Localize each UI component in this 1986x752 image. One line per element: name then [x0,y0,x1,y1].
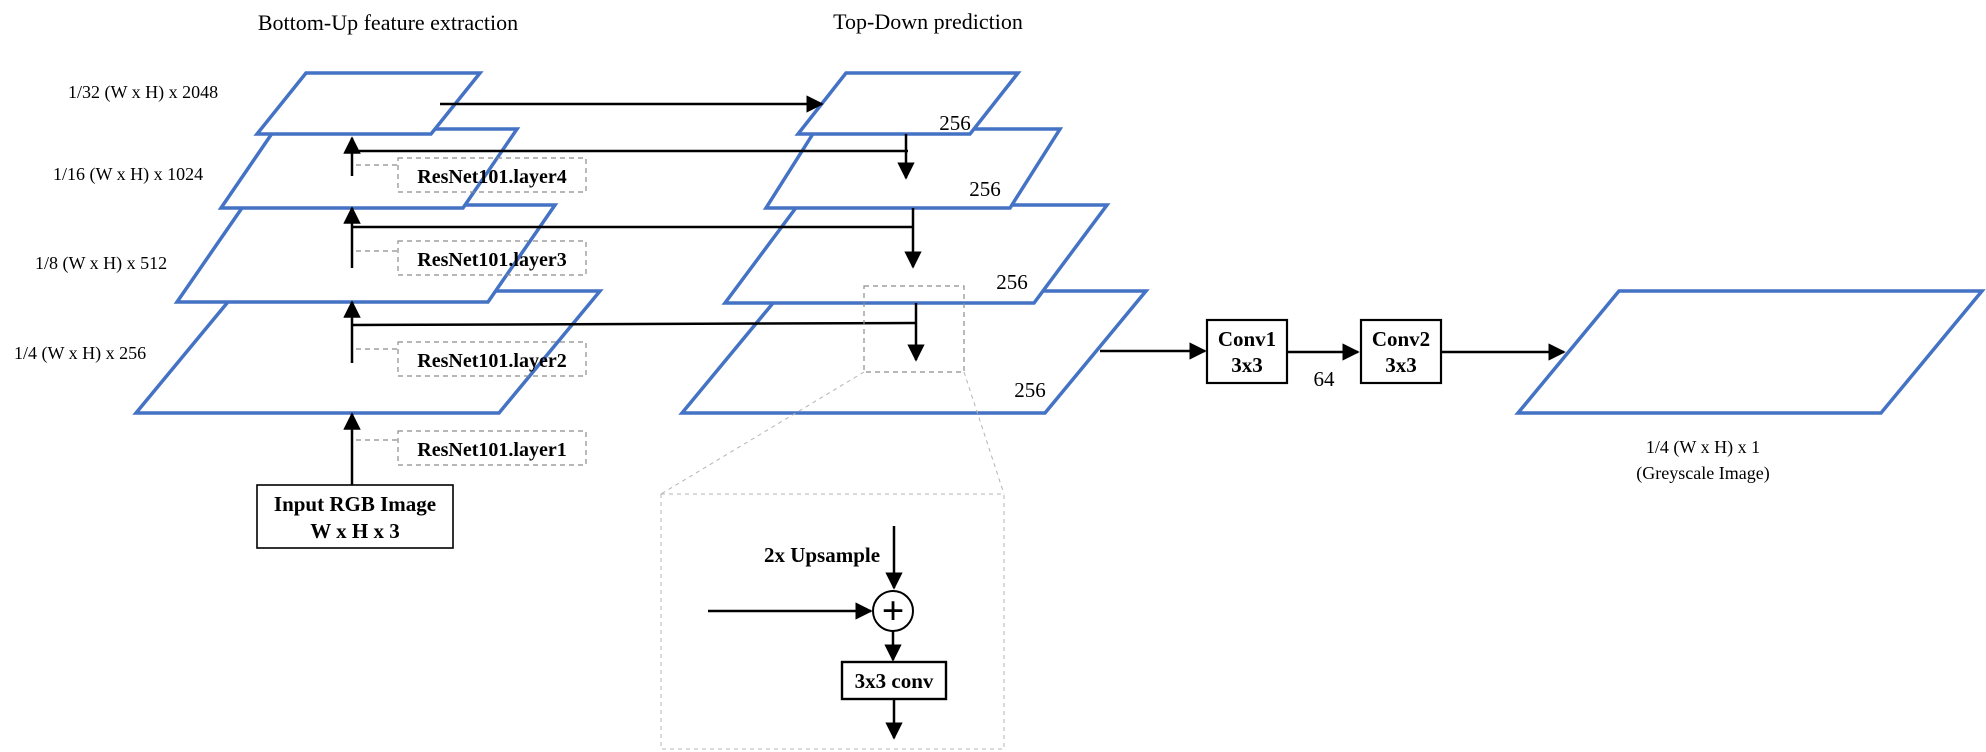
head-mid-channels: 64 [1314,367,1336,391]
resnet-layer3-box [397,240,587,276]
top-down-title: Top-Down prediction [833,9,1023,34]
bottom-up-plane-1-16 [217,127,521,210]
level-label-1-16: 1/16 (W x H) x 1024 [53,164,203,185]
input-label-line2: W x H x 3 [310,519,399,543]
conv3x3-label: 3x3 conv [855,669,934,693]
top-down-plane-4 [678,289,1150,415]
top-down-channels-1: 256 [939,111,971,135]
top-down-channels-2: 256 [969,177,1001,201]
resnet-layer3-label: ResNet101.layer3 [417,249,566,271]
top-down-plane-1 [794,71,1022,136]
level-label-1-8: 1/8 (W x H) x 512 [35,253,167,274]
zoom-guide-right [963,371,1005,495]
resnet-layer2-label: ResNet101.layer2 [417,350,566,372]
bottom-up-plane-1-32 [253,71,484,136]
input-image-box [256,484,454,549]
bottom-up-plane-1-4 [132,289,604,415]
conv1-label-line1: Conv1 [1218,327,1276,351]
zoom-region-box [863,285,965,373]
resnet-layer4-box [397,157,587,193]
output-label-line1: 1/4 (W x H) x 1 [1646,437,1760,458]
bottom-up-title: Bottom-Up feature extraction [258,10,518,35]
plus-icon: + [882,588,905,633]
lateral-line-level4 [351,321,917,327]
resnet-layer1-box [397,430,587,466]
level-label-1-32: 1/32 (W x H) x 2048 [68,82,218,103]
conv2-label-line2: 3x3 [1385,353,1417,377]
conv1-box [1205,318,1289,385]
upsample-label: 2x Upsample [764,543,880,567]
bottom-up-plane-1-8 [173,203,559,304]
resnet-layer1-label: ResNet101.layer1 [417,439,566,461]
input-label-line1: Input RGB Image [274,492,436,516]
top-down-channels-3: 256 [996,270,1028,294]
top-down-plane-3 [721,203,1111,305]
resnet-layer2-box [397,341,587,377]
level-label-1-4: 1/4 (W x H) x 256 [14,343,146,364]
conv3x3-box [840,660,948,701]
top-down-channels-4: 256 [1014,378,1046,402]
conv1-label-line2: 3x3 [1231,353,1263,377]
output-label-line2: (Greyscale Image) [1636,463,1769,484]
conv2-label-line1: Conv2 [1372,327,1430,351]
output-plane [1514,289,1986,415]
resnet-layer4-label: ResNet101.layer4 [417,166,566,188]
merge-detail-inset [660,493,1005,750]
top-down-plane-2 [762,127,1064,210]
